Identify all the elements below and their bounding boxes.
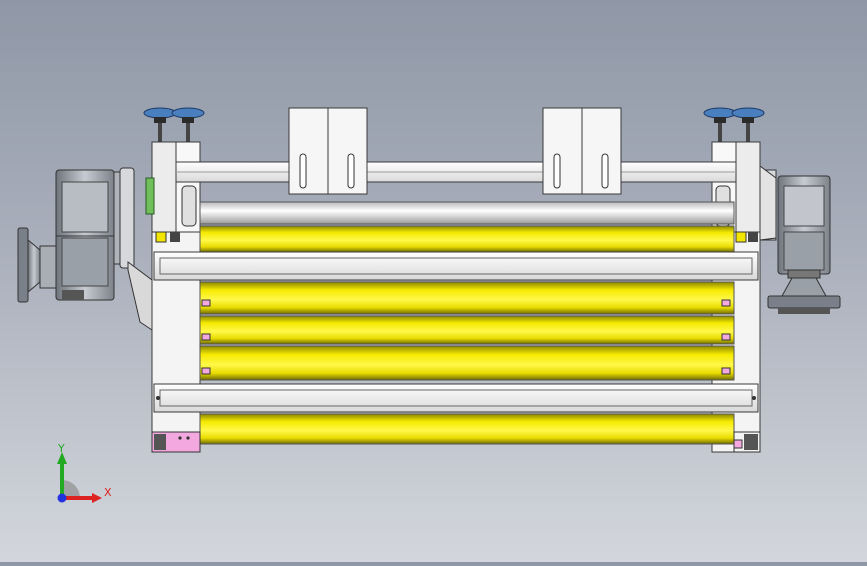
top-clamp-right[interactable] bbox=[542, 107, 622, 195]
upper-front-bar bbox=[153, 251, 759, 281]
coordinate-triad-icon: Y X bbox=[57, 442, 112, 503]
top-clamp-left[interactable] bbox=[288, 107, 368, 195]
yellow-roller-4 bbox=[199, 345, 735, 381]
left-linkage-plate bbox=[127, 261, 153, 331]
left-adjust-knobs[interactable] bbox=[143, 107, 205, 145]
yellow-roller-3 bbox=[199, 315, 735, 345]
yellow-roller-bottom bbox=[199, 413, 735, 445]
left-gearbox[interactable] bbox=[17, 167, 135, 303]
right-linkage-plate bbox=[759, 165, 777, 241]
triad-x-label: X bbox=[104, 486, 112, 499]
white-top-roller bbox=[199, 201, 735, 225]
left-bottom-foot bbox=[151, 431, 201, 453]
yellow-roller-1 bbox=[199, 225, 735, 253]
roller-end-caps bbox=[201, 299, 731, 375]
right-bottom-foot bbox=[733, 431, 761, 453]
triad-y-label: Y bbox=[57, 442, 65, 455]
right-adjust-knobs[interactable] bbox=[703, 107, 765, 145]
yellow-roller-2 bbox=[199, 281, 735, 315]
lower-front-bar bbox=[153, 383, 759, 413]
